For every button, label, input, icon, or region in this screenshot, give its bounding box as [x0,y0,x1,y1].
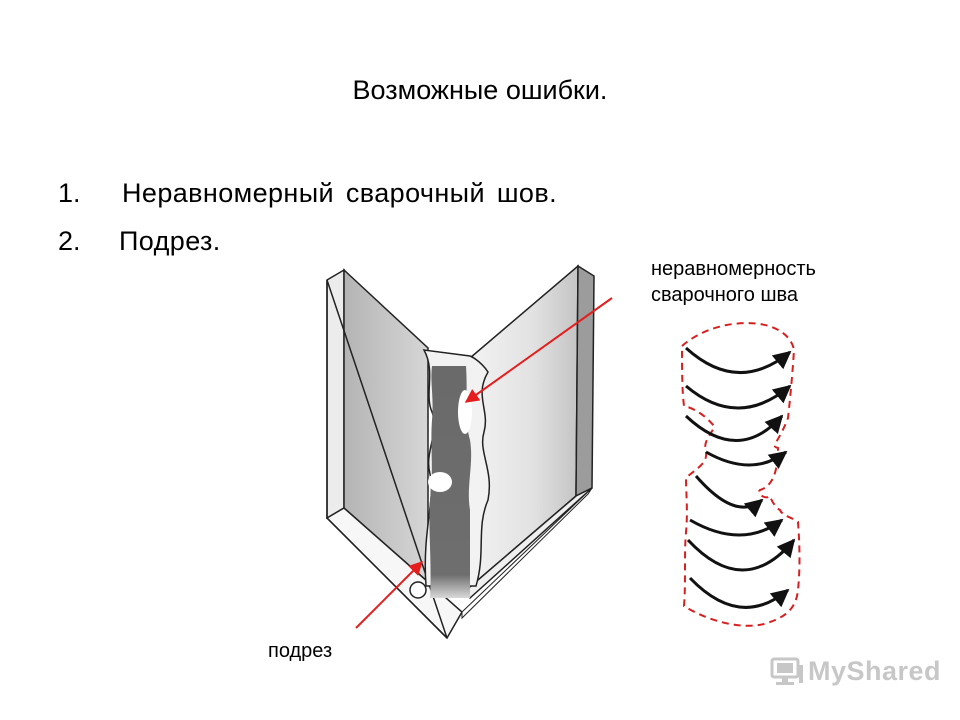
bead-arc [705,450,788,469]
bead-arc [684,414,784,442]
bead-arc [685,384,792,410]
uneven-weld-label-line1: неравномерность [651,258,816,280]
weld-gap-defect [458,390,472,434]
computer-icon [770,657,803,685]
bead-arc [686,538,796,572]
uneven-weld-label: неравномерность сварочного шва [651,256,816,308]
list-item-text: Подрез. [119,226,221,256]
undercut-label: подрез [268,640,333,662]
undercut-notch [409,581,427,599]
list-item-text: Неравномерный сварочный шов. [122,178,557,208]
right-plate [461,264,595,620]
bead-arc [688,576,790,609]
watermark: MyShared [770,656,941,687]
bead-arc [689,518,784,537]
bead-arc [694,475,764,518]
bead-profile-outline [680,322,801,627]
slide-title: Возможные ошибки. [352,75,608,105]
uneven-pointer-arrow [464,297,613,403]
bead-arcs [684,346,796,609]
watermark-text: MyShared [808,656,942,686]
pore-defect [428,472,452,492]
list-item-number: 2. [58,226,81,256]
uneven-weld-label-line2: сварочного шва [651,284,799,306]
bead-arc [684,346,792,374]
list-item-number: 1. [58,178,81,208]
left-plate [325,268,463,640]
undercut-pointer-arrow [355,561,423,629]
